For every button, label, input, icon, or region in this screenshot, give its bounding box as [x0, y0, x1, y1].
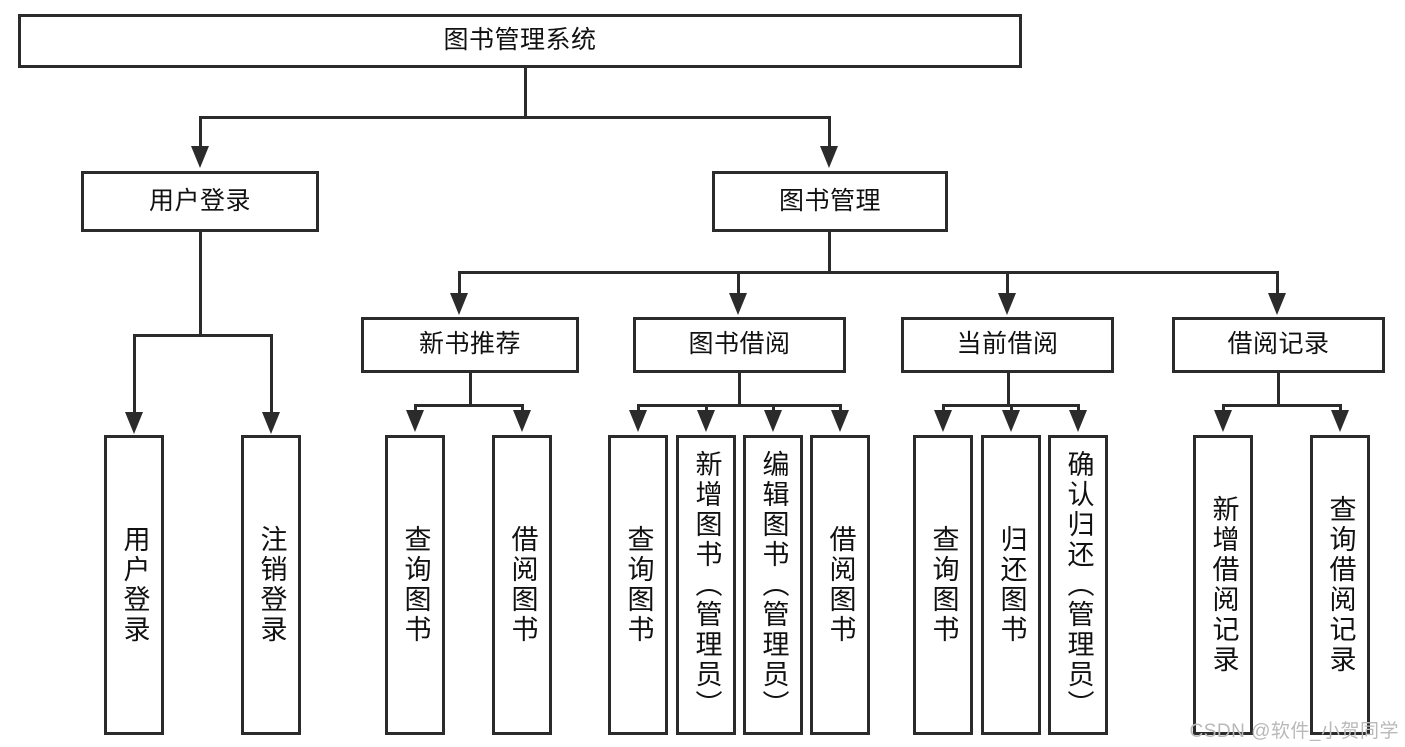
connector-root-stem — [524, 68, 527, 118]
arrowhead-cb-to-leaf-2 — [1002, 410, 1020, 432]
node-leaf-add-book[interactable]: 新增图书（管理员） — [676, 435, 736, 735]
node-book-management[interactable]: 图书管理 — [712, 171, 948, 232]
node-root-label: 图书管理系统 — [443, 26, 597, 55]
connector-cb-to-leaf-2 — [1010, 404, 1013, 412]
arrowhead-cb-to-leaf-1 — [934, 410, 952, 432]
node-leaf-add-borrow-record-label: 新增借阅记录 — [1208, 495, 1239, 675]
node-new-book-recommend-label: 新书推荐 — [418, 330, 521, 359]
arrowhead-bb-to-leaf-2 — [697, 410, 715, 432]
connector-bm-to-book-borrow — [737, 271, 740, 293]
connector-new-book-bar — [414, 404, 524, 407]
connector-user-login-bar — [133, 334, 272, 337]
arrowhead-br-to-leaf-2 — [1331, 410, 1349, 432]
arrowhead-nb-to-leaf-2 — [513, 410, 531, 432]
arrowhead-user-login-to-leaf-2 — [262, 412, 280, 434]
arrowhead-bb-to-leaf-3 — [764, 410, 782, 432]
arrowhead-bm-to-current-borrow — [998, 293, 1016, 315]
node-book-borrow[interactable]: 图书借阅 — [633, 317, 846, 373]
node-leaf-edit-book[interactable]: 编辑图书（管理员） — [743, 435, 803, 735]
node-leaf-return-book-label: 归还图书 — [996, 525, 1027, 645]
node-current-borrow-label: 当前借阅 — [956, 330, 1059, 359]
connector-current-borrow-stem — [1007, 373, 1010, 406]
connector-new-book-stem — [469, 373, 472, 406]
arrowhead-bb-to-leaf-1 — [629, 410, 647, 432]
connector-bb-to-leaf-4 — [839, 404, 842, 412]
connector-bm-to-new-book — [458, 271, 461, 293]
connector-bm-to-borrow-record — [1276, 271, 1279, 293]
node-leaf-borrow-book-1[interactable]: 借阅图书 — [492, 435, 552, 735]
node-leaf-add-borrow-record[interactable]: 新增借阅记录 — [1193, 435, 1253, 735]
node-leaf-query-book-1-label: 查询图书 — [400, 525, 431, 645]
node-borrow-record-label: 借阅记录 — [1227, 330, 1330, 359]
node-book-borrow-label: 图书借阅 — [688, 330, 791, 359]
connector-bb-to-leaf-1 — [637, 404, 640, 412]
node-leaf-borrow-book-2[interactable]: 借阅图书 — [810, 435, 870, 735]
node-leaf-query-book-3[interactable]: 查询图书 — [913, 435, 973, 735]
arrowhead-br-to-leaf-1 — [1214, 410, 1232, 432]
connector-cb-to-leaf-1 — [942, 404, 945, 412]
node-leaf-add-book-label: 新增图书（管理员） — [691, 450, 722, 720]
node-leaf-user-login[interactable]: 用户登录 — [104, 435, 164, 735]
connector-root-to-user-login — [199, 116, 202, 146]
connector-book-borrow-stem — [738, 373, 741, 406]
node-root[interactable]: 图书管理系统 — [18, 14, 1022, 68]
arrowhead-root-to-user-login — [191, 146, 209, 168]
node-leaf-query-book-1[interactable]: 查询图书 — [385, 435, 445, 735]
connector-cb-to-leaf-3 — [1077, 404, 1080, 412]
node-leaf-query-borrow-record[interactable]: 查询借阅记录 — [1310, 435, 1370, 735]
node-book-management-label: 图书管理 — [778, 186, 881, 215]
node-current-borrow[interactable]: 当前借阅 — [901, 317, 1114, 373]
node-new-book-recommend[interactable]: 新书推荐 — [361, 317, 579, 373]
node-leaf-query-book-3-label: 查询图书 — [928, 525, 959, 645]
connector-book-management-bar — [458, 271, 1279, 274]
arrowhead-bm-to-new-book — [450, 293, 468, 315]
arrowhead-bm-to-borrow-record — [1268, 293, 1286, 315]
node-leaf-confirm-return-label: 确认归还（管理员） — [1063, 450, 1094, 720]
node-leaf-edit-book-label: 编辑图书（管理员） — [758, 450, 789, 720]
arrowhead-nb-to-leaf-1 — [406, 410, 424, 432]
arrowhead-user-login-to-leaf-1 — [125, 412, 143, 434]
connector-user-login-stem — [199, 232, 202, 336]
node-leaf-query-book-2[interactable]: 查询图书 — [608, 435, 668, 735]
node-leaf-query-book-2-label: 查询图书 — [623, 525, 654, 645]
arrowhead-bm-to-book-borrow — [729, 293, 747, 315]
node-leaf-user-login-label: 用户登录 — [119, 525, 150, 645]
connector-user-login-to-leaf-2 — [270, 334, 273, 412]
node-leaf-confirm-return[interactable]: 确认归还（管理员） — [1048, 435, 1108, 735]
connector-nb-to-leaf-1 — [414, 404, 417, 412]
node-leaf-borrow-book-1-label: 借阅图书 — [507, 525, 538, 645]
watermark-text: CSDN @软件_小贺同学 — [1189, 721, 1399, 742]
connector-borrow-record-stem — [1277, 373, 1280, 406]
arrowhead-cb-to-leaf-3 — [1069, 410, 1087, 432]
connector-bb-to-leaf-3 — [772, 404, 775, 412]
node-leaf-return-book[interactable]: 归还图书 — [981, 435, 1041, 735]
connector-book-borrow-bar — [637, 404, 841, 407]
node-leaf-logout-login-label: 注销登录 — [256, 525, 287, 645]
arrowhead-root-to-book-management — [820, 146, 838, 168]
connector-bb-to-leaf-2 — [705, 404, 708, 412]
connector-bm-to-current-borrow — [1006, 271, 1009, 293]
node-leaf-borrow-book-2-label: 借阅图书 — [825, 525, 856, 645]
arrowhead-bb-to-leaf-4 — [831, 410, 849, 432]
node-user-login[interactable]: 用户登录 — [81, 171, 319, 232]
connector-nb-to-leaf-2 — [521, 404, 524, 412]
connector-br-to-leaf-1 — [1222, 404, 1225, 412]
node-leaf-query-borrow-record-label: 查询借阅记录 — [1325, 495, 1356, 675]
connector-br-to-leaf-2 — [1339, 404, 1342, 412]
node-leaf-logout-login[interactable]: 注销登录 — [241, 435, 301, 735]
connector-root-to-book-management — [828, 116, 831, 146]
connector-root-bar — [199, 116, 831, 119]
node-user-login-label: 用户登录 — [148, 186, 251, 215]
node-borrow-record[interactable]: 借阅记录 — [1172, 317, 1385, 373]
connector-book-management-stem — [828, 232, 831, 274]
connector-borrow-record-bar — [1222, 404, 1342, 407]
connector-user-login-to-leaf-1 — [133, 334, 136, 412]
